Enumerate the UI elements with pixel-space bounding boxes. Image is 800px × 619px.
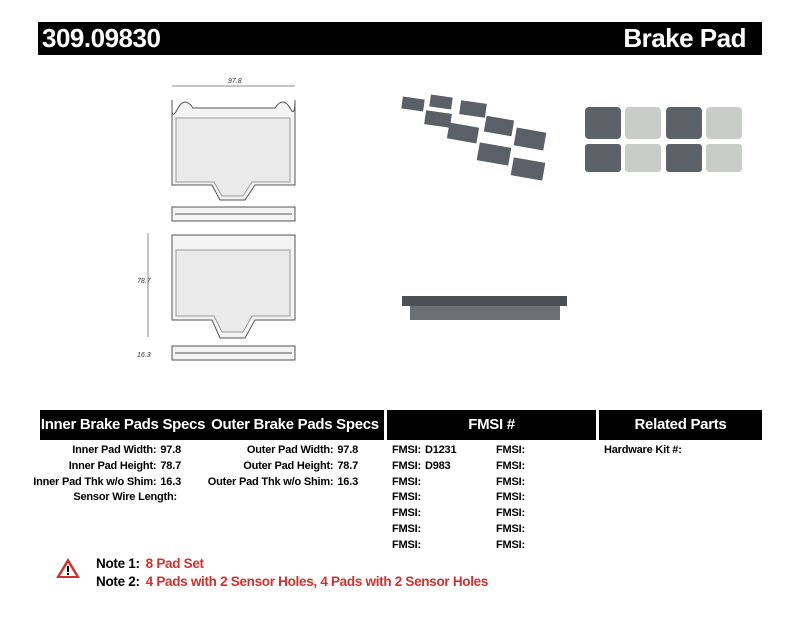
fmsi-row: FMSI:D1231 xyxy=(392,443,457,457)
spec-label: Outer Pad Width: xyxy=(246,444,334,456)
spec-label: Outer Pad Height: xyxy=(243,459,334,472)
product-type: Brake Pad xyxy=(623,23,746,53)
fmsi-row: FMSI: xyxy=(392,538,425,552)
warning-icon xyxy=(56,558,80,578)
spec-label: Outer Pad Thk w/o Shim: xyxy=(207,475,334,488)
fmsi-row: FMSI: xyxy=(392,522,425,536)
spec-value: D983 xyxy=(424,459,451,472)
spec-label: FMSI: xyxy=(496,523,525,535)
spec-label: FMSI: xyxy=(496,491,525,504)
note-2: Note 2:4 Pads with 2 Sensor Holes, 4 Pad… xyxy=(96,574,489,589)
spec-value: 78.7 xyxy=(337,459,358,472)
spec-value: 97.8 xyxy=(337,444,358,456)
pad-set-photo xyxy=(401,94,547,181)
spec-value: D1231 xyxy=(424,444,457,456)
spec-value: 78.7 xyxy=(160,459,181,472)
spec-label: FMSI: xyxy=(392,444,421,456)
spec-value: 16.3 xyxy=(337,475,358,488)
related-part-row: Hardware Kit #: xyxy=(604,443,686,457)
spec-label: FMSI: xyxy=(392,523,421,535)
inner-spec-row: Inner Pad Height:78.7 xyxy=(69,459,181,473)
fmsi-row: FMSI:D983 xyxy=(392,459,451,473)
spec-label: FMSI: xyxy=(496,444,525,456)
outer-specs-header: Outer Brake Pads Specs xyxy=(206,410,384,440)
fmsi-row: FMSI: xyxy=(392,506,425,520)
pad-side-photo xyxy=(402,296,567,320)
spec-label: FMSI: xyxy=(496,475,525,488)
inner-spec-row: Sensor Wire Length: xyxy=(73,490,181,504)
pad-faces-photo xyxy=(585,107,742,172)
spec-label: Hardware Kit #: xyxy=(604,444,682,456)
fmsi-row: FMSI: xyxy=(496,475,529,489)
fmsi-row: FMSI: xyxy=(496,443,529,457)
spec-label: Inner Pad Height: xyxy=(68,459,157,472)
technical-drawing: 97.8 78.7 16.3 xyxy=(137,78,296,361)
fmsi-row: FMSI: xyxy=(496,506,529,520)
spec-label: FMSI: xyxy=(392,538,421,551)
fmsi-row: FMSI: xyxy=(496,490,529,504)
spec-label: FMSI: xyxy=(392,491,421,504)
thickness-dimension: 16.3 xyxy=(137,352,151,359)
spec-label: FMSI: xyxy=(496,459,525,472)
inner-spec-row: Inner Pad Width:97.8 xyxy=(72,443,181,457)
note-1: Note 1:8 Pad Set xyxy=(96,556,204,571)
spec-label: FMSI: xyxy=(496,507,525,520)
product-illustrations: 97.8 78.7 16.3 xyxy=(137,78,742,361)
spec-label: FMSI: xyxy=(392,507,421,520)
spec-label: Inner Pad Thk w/o Shim: xyxy=(33,475,157,488)
fmsi-row: FMSI: xyxy=(496,538,529,552)
outer-spec-row: Outer Pad Thk w/o Shim:16.3 xyxy=(208,475,358,489)
spec-label: Inner Pad Width: xyxy=(72,444,157,456)
spec-label: Sensor Wire Length: xyxy=(73,491,177,504)
spec-label: FMSI: xyxy=(496,538,525,551)
title-bar: 309.09830 Brake Pad xyxy=(38,22,762,55)
spec-label: FMSI: xyxy=(392,475,421,488)
height-dimension: 78.7 xyxy=(137,278,152,285)
width-dimension: 97.8 xyxy=(228,78,242,85)
fmsi-header: FMSI # xyxy=(387,410,596,440)
inner-specs-header: Inner Brake Pads Specs xyxy=(40,410,206,440)
fmsi-row: FMSI: xyxy=(496,522,529,536)
outer-spec-row: Outer Pad Height:78.7 xyxy=(243,459,358,473)
spec-value: 16.3 xyxy=(160,475,181,488)
fmsi-row: FMSI: xyxy=(392,490,425,504)
outer-spec-row: Outer Pad Width:97.8 xyxy=(247,443,358,457)
spec-value: 97.8 xyxy=(160,444,181,456)
part-number: 309.09830 xyxy=(42,23,161,53)
inner-spec-row: Inner Pad Thk w/o Shim:16.3 xyxy=(33,475,181,489)
fmsi-row: FMSI: xyxy=(392,475,425,489)
fmsi-row: FMSI: xyxy=(496,459,529,473)
related-parts-header: Related Parts xyxy=(599,410,762,440)
spec-label: FMSI: xyxy=(392,459,421,472)
